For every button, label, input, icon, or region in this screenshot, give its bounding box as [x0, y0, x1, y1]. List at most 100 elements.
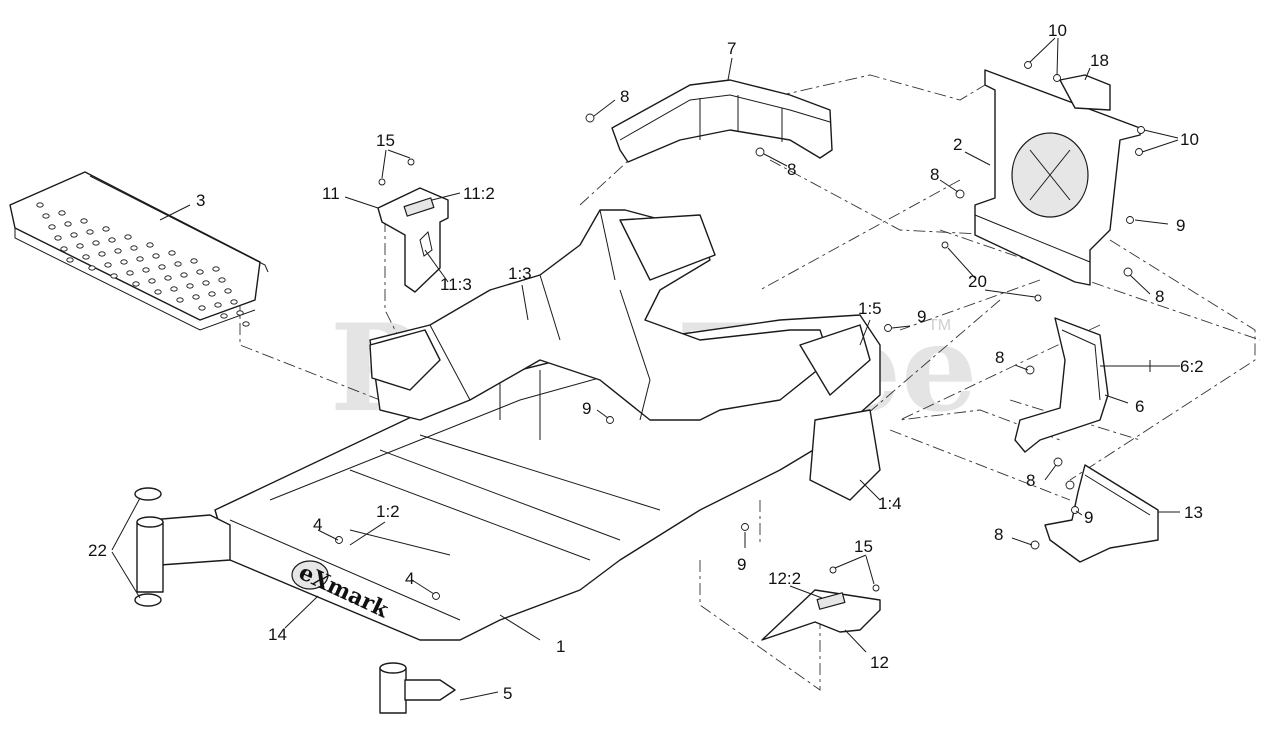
perforation-hole — [198, 305, 206, 311]
perforation-hole — [86, 229, 94, 235]
callout-6-2: 6:2 — [1180, 357, 1204, 376]
part-3-perforated-plate — [9, 171, 269, 331]
callout-8d: 8 — [1155, 287, 1164, 306]
callout-9a: 9 — [917, 307, 926, 326]
perforation-hole — [58, 210, 66, 216]
perforation-hole — [180, 272, 188, 278]
part-13-lower-shield — [1044, 464, 1159, 563]
perforation-hole — [64, 221, 72, 227]
callout-6: 6 — [1135, 397, 1144, 416]
perforation-hole — [196, 269, 204, 275]
perforation-hole — [168, 250, 176, 256]
perforation-hole — [190, 258, 198, 264]
watermark-tm: TM — [928, 317, 951, 334]
perforation-hole — [130, 245, 138, 251]
perforation-hole — [70, 232, 78, 238]
perforation-hole — [92, 240, 100, 246]
perforation-hole — [230, 299, 238, 305]
callout-1-3: 1:3 — [508, 264, 532, 283]
callout-8c: 8 — [930, 165, 939, 184]
perforation-hole — [48, 224, 56, 230]
leader-lines — [111, 37, 1180, 701]
callout-10b: 10 — [1180, 130, 1199, 149]
perforation-hole — [76, 243, 84, 249]
callout-10a: 10 — [1048, 21, 1067, 40]
perforation-hole — [98, 251, 106, 257]
perforation-hole — [164, 275, 172, 281]
perforation-hole — [214, 302, 222, 308]
part-7-guard — [611, 79, 833, 163]
perforation-hole — [108, 237, 116, 243]
fasteners — [335, 61, 1145, 600]
perforation-hole — [220, 313, 228, 319]
callout-8g: 8 — [994, 525, 1003, 544]
perforation-hole — [208, 291, 216, 297]
perforation-hole — [170, 286, 178, 292]
callout-1-5: 1:5 — [858, 299, 882, 318]
perforation-hole — [236, 310, 244, 316]
perforation-hole — [136, 256, 144, 262]
perforation-hole — [152, 253, 160, 259]
perforation-hole — [126, 270, 134, 276]
perforation-hole — [88, 265, 96, 271]
perforation-hole — [132, 281, 140, 287]
perforation-hole — [114, 248, 122, 254]
perforation-holes — [36, 202, 250, 327]
callout-1: 1 — [556, 637, 565, 656]
perforation-hole — [202, 280, 210, 286]
callout-12-2: 12:2 — [768, 569, 801, 588]
part-6-side-shield — [1014, 317, 1109, 453]
perforation-hole — [242, 321, 250, 327]
perforation-hole — [66, 257, 74, 263]
perforation-hole — [174, 261, 182, 267]
callout-9b: 9 — [582, 399, 591, 418]
callout-4b: 4 — [405, 569, 414, 588]
callout-8e: 8 — [995, 348, 1004, 367]
callout-9d: 9 — [1084, 508, 1093, 527]
callout-9c: 9 — [1176, 216, 1185, 235]
callout-11-3: 11:3 — [440, 275, 472, 294]
perforation-hole — [224, 288, 232, 294]
perforation-hole — [60, 246, 68, 252]
perforation-hole — [148, 278, 156, 284]
callout-4a: 4 — [313, 515, 322, 534]
callout-3: 3 — [196, 191, 205, 210]
callout-9e: 9 — [737, 555, 746, 574]
part-2-rear-plate — [974, 69, 1141, 286]
perforation-hole — [110, 273, 118, 279]
perforation-hole — [82, 254, 90, 260]
callout-15b: 15 — [854, 537, 873, 556]
part-12-plate — [761, 589, 881, 641]
callout-2: 2 — [953, 135, 962, 154]
perforation-hole — [212, 266, 220, 272]
callout-8b: 8 — [787, 160, 796, 179]
callout-8a: 8 — [620, 87, 629, 106]
perforation-hole — [218, 277, 226, 283]
callout-7: 7 — [727, 39, 736, 58]
part-11-bracket — [377, 187, 449, 293]
perforation-hole — [80, 218, 88, 224]
callout-5: 5 — [503, 684, 512, 703]
perforation-hole — [54, 235, 62, 241]
perforation-hole — [124, 234, 132, 240]
callout-labels: 1 1:2 1:3 1:4 1:5 2 3 4 4 5 6 6:2 7 8 8 … — [88, 21, 1204, 703]
perforation-hole — [146, 242, 154, 248]
perforation-hole — [42, 213, 50, 219]
perforation-hole — [186, 283, 194, 289]
callout-11-2: 11:2 — [463, 184, 495, 203]
perforation-hole — [102, 226, 110, 232]
callout-22: 22 — [88, 541, 107, 560]
callout-1-4: 1:4 — [878, 494, 902, 513]
callout-8f: 8 — [1026, 471, 1035, 490]
callout-1-2: 1:2 — [376, 502, 400, 521]
callout-15a: 15 — [376, 131, 395, 150]
callout-20: 20 — [968, 272, 987, 291]
perforation-hole — [158, 264, 166, 270]
callout-18: 18 — [1090, 51, 1109, 70]
callout-12: 12 — [870, 653, 889, 672]
perforation-hole — [176, 297, 184, 303]
perforation-hole — [142, 267, 150, 273]
perforation-hole — [192, 294, 200, 300]
